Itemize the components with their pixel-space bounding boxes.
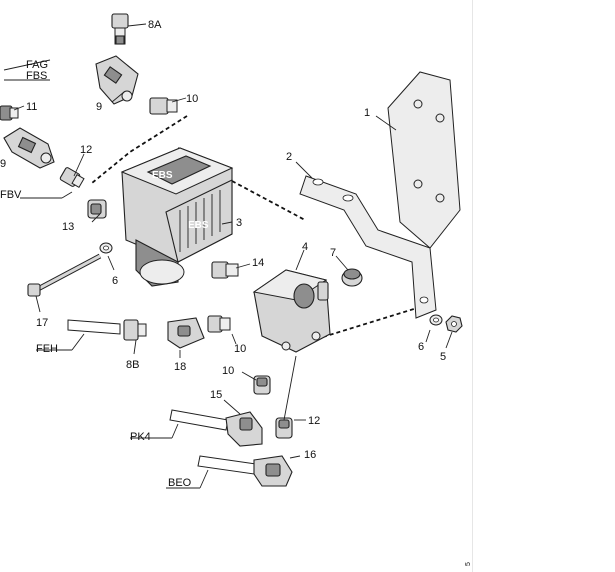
- part-17-bolt: [27, 253, 102, 297]
- callout-10-upper: 10: [186, 93, 198, 105]
- callout-numbers: 8A 9 10 11 9 12 13 3 6 17 14 1 2 4 7 6 5…: [0, 19, 446, 461]
- module-brand-text: EBS: [152, 170, 173, 181]
- part-2-support-bar: [299, 175, 437, 319]
- part-8a-cap-screw: [111, 13, 129, 45]
- callout-12-lower: 12: [308, 415, 320, 427]
- callout-10-lower: 10: [222, 365, 234, 377]
- callout-1: 1: [364, 107, 370, 119]
- callout-12-upper: 12: [80, 144, 92, 156]
- assembly-dashed-lines: [91, 115, 431, 338]
- callout-9-upper: 9: [96, 101, 102, 113]
- feh-hose-assembly: [67, 315, 231, 349]
- callout-10-mid: 10: [234, 343, 246, 355]
- callout-3: 3: [236, 217, 242, 229]
- callout-17: 17: [36, 317, 48, 329]
- corner-mark: 5: [465, 562, 472, 566]
- pk4-hose-assembly: [169, 409, 263, 447]
- label-beo: BEO: [168, 477, 192, 489]
- blank-margin: [472, 0, 615, 572]
- callout-18: 18: [174, 361, 186, 373]
- label-feh: FEH: [36, 343, 58, 355]
- part-9-coupling-lower: [3, 127, 55, 169]
- part-11-fitting: [0, 105, 19, 121]
- part-1-bracket: [387, 71, 461, 249]
- label-pk4: PK4: [130, 431, 151, 443]
- part-12-fitting-upper: [59, 167, 85, 189]
- part-9-coupling-upper: [95, 55, 139, 105]
- callout-8b: 8B: [126, 359, 139, 371]
- part-6-washer-left: [99, 242, 113, 254]
- part-14-fitting: [211, 261, 239, 279]
- label-fbs: FBS: [26, 70, 47, 82]
- label-fag: FAG: [26, 59, 48, 71]
- part-4-relay-valve: [252, 269, 331, 353]
- label-fbv: FBV: [0, 189, 22, 201]
- callout-16: 16: [304, 449, 316, 461]
- callout-7: 7: [330, 247, 336, 259]
- heat-sink-fins: [179, 190, 221, 252]
- part-3-ebs-modulator: EBS EBS: [120, 147, 234, 287]
- callout-2: 2: [286, 151, 292, 163]
- callout-5: 5: [440, 351, 446, 363]
- callout-9-lower: 9: [0, 158, 6, 170]
- part-10-fitting-upper: [149, 97, 178, 115]
- part-13-fitting: [87, 199, 107, 219]
- callout-6-right: 6: [418, 341, 424, 353]
- callout-15: 15: [210, 389, 222, 401]
- callout-4: 4: [302, 241, 308, 253]
- callout-11: 11: [26, 101, 37, 113]
- callout-8a: 8A: [148, 19, 162, 31]
- part-6-washer-right: [429, 314, 443, 326]
- part-12-fitting-lower: [275, 417, 293, 439]
- part-5-nut: [445, 315, 463, 333]
- callout-6-left: 6: [112, 275, 118, 287]
- part-7-cap: [341, 268, 363, 287]
- callout-13: 13: [62, 221, 74, 233]
- callout-14: 14: [252, 257, 264, 269]
- beo-hose-assembly: [197, 455, 293, 487]
- part-10-fitting-lower: [253, 375, 271, 395]
- module-brand-text-side: EBS: [188, 220, 209, 231]
- callout-leaders: [3, 23, 453, 489]
- line-designations: FAG FBS FBV FEH PK4 BEO: [0, 59, 192, 489]
